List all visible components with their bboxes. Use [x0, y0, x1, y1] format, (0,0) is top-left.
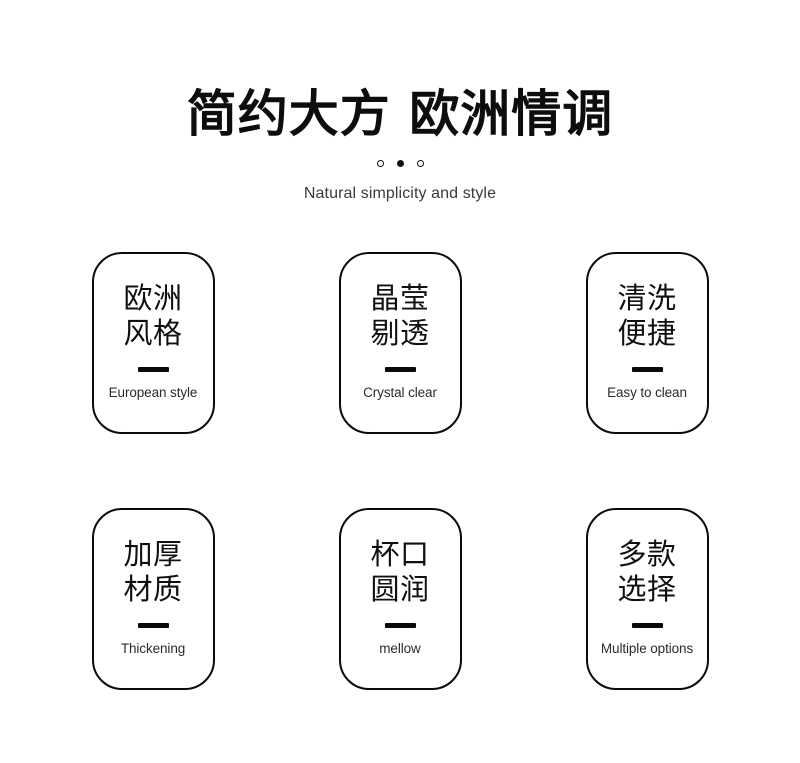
- feature-title-cn: 多款 选择: [617, 536, 677, 607]
- feature-card-easy-to-clean[interactable]: 清洗 便捷 Easy to clean: [585, 252, 709, 434]
- feature-title-en: mellow: [379, 641, 421, 657]
- feature-title-en: Easy to clean: [607, 385, 687, 401]
- page-header: 简约大方 欧洲情调 Natural simplicity and style: [0, 0, 800, 203]
- feature-title-en: Crystal clear: [363, 385, 437, 401]
- page-title: 简约大方 欧洲情调: [186, 85, 614, 143]
- divider-dash-icon: [384, 367, 416, 373]
- carousel-dot-2-active[interactable]: [396, 160, 404, 167]
- feature-card-european-style[interactable]: 欧洲 风格 European style: [91, 252, 215, 434]
- feature-card-multiple-options[interactable]: 多款 选择 Multiple options: [585, 508, 709, 690]
- carousel-dots: [0, 158, 800, 170]
- divider-dash-icon: [631, 367, 663, 373]
- feature-title-cn: 加厚 材质: [123, 536, 183, 607]
- feature-title-en: European style: [108, 385, 198, 401]
- page-subtitle: Natural simplicity and style: [303, 184, 497, 202]
- divider-dash-icon: [384, 623, 416, 629]
- feature-title-en: Thickening: [120, 641, 186, 657]
- feature-card-crystal-clear[interactable]: 晶莹 剔透 Crystal clear: [338, 252, 462, 434]
- feature-title-cn: 清洗 便捷: [617, 280, 677, 351]
- feature-row-1: 欧洲 风格 European style 晶莹 剔透 Crystal clear…: [0, 252, 800, 434]
- divider-dash-icon: [137, 367, 169, 373]
- carousel-dot-3[interactable]: [416, 160, 424, 167]
- feature-card-thickening[interactable]: 加厚 材质 Thickening: [91, 508, 215, 690]
- divider-dash-icon: [137, 623, 169, 629]
- feature-title-cn: 杯口 圆润: [370, 536, 430, 607]
- feature-row-2: 加厚 材质 Thickening 杯口 圆润 mellow 多款 选择 Mult…: [0, 508, 800, 690]
- feature-title-cn: 欧洲 风格: [123, 280, 183, 351]
- divider-dash-icon: [631, 623, 663, 629]
- feature-title-en: Multiple options: [600, 641, 694, 657]
- carousel-dot-1[interactable]: [376, 160, 384, 167]
- feature-title-cn: 晶莹 剔透: [370, 280, 430, 351]
- feature-card-grid: 欧洲 风格 European style 晶莹 剔透 Crystal clear…: [0, 252, 800, 690]
- feature-card-mellow[interactable]: 杯口 圆润 mellow: [338, 508, 462, 690]
